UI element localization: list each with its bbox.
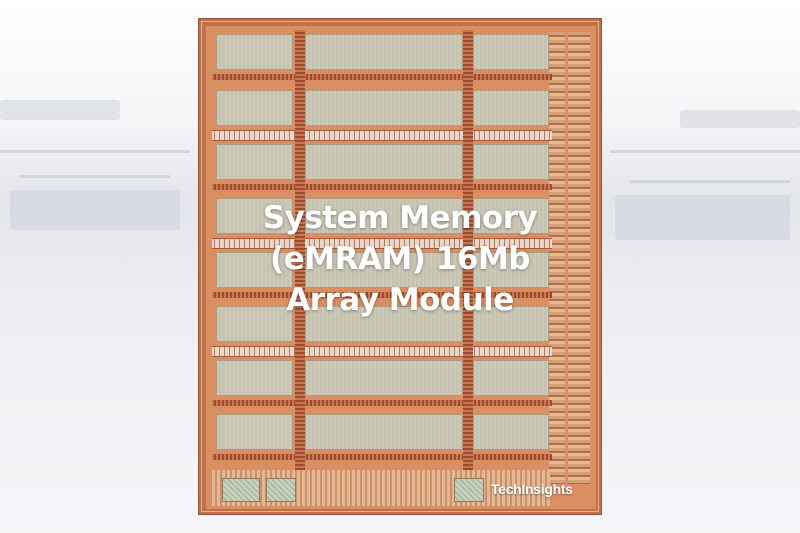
row-bus [212,74,552,80]
array-tile [305,306,463,342]
background-component [615,195,790,240]
die-photo [198,18,602,515]
array-tile [305,144,463,180]
array-tile [473,414,549,450]
techinsights-logo: TechInsights [491,481,573,497]
array-tile [473,144,549,180]
row-bus [212,130,552,141]
array-tile [473,34,549,70]
array-tile [216,144,293,180]
peripheral-column [568,32,590,484]
column-bus [295,30,305,470]
column-bus [463,30,473,470]
array-tile [305,198,463,234]
array-tile [473,252,549,288]
peripheral-column [549,32,565,484]
logic-block [266,478,296,502]
logic-block [222,478,260,502]
array-tile [216,198,293,234]
array-tile [216,252,293,288]
background-trace [20,175,170,178]
logic-block [454,478,484,502]
row-bus [212,292,552,298]
array-tile [305,90,463,126]
row-bus [212,346,552,357]
row-bus [212,238,552,249]
overlay-title: System Memory (eMRAM) 16Mb Array Module [262,200,538,318]
array-tile [473,360,549,396]
background-component [0,100,120,120]
array-tile [216,90,293,126]
background-component [680,110,800,128]
array-tile [305,34,463,70]
row-bus [212,400,552,406]
array-tile [473,198,549,234]
array-tile [216,414,293,450]
background-trace [610,150,800,153]
array-tile [305,360,463,396]
background-component [10,190,180,230]
background-trace [0,150,190,153]
array-tile [216,306,293,342]
array-tile [216,360,293,396]
background-trace [630,180,790,183]
row-bus [212,454,552,460]
array-tile [305,414,463,450]
row-bus [212,184,552,190]
array-tile [216,34,293,70]
array-tile [473,306,549,342]
array-tile [473,90,549,126]
array-tile [305,252,463,288]
